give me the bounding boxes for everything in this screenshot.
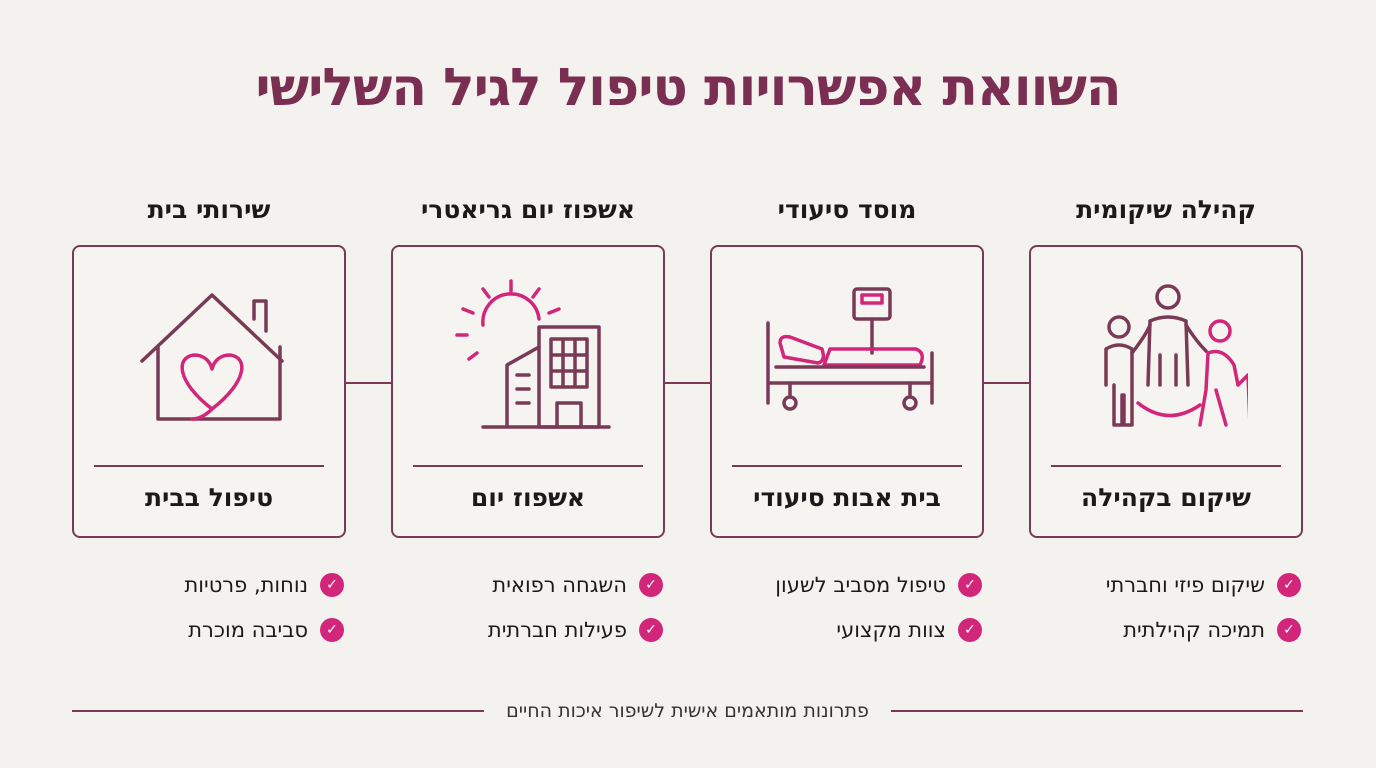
option-label: בית אבות סיעודי	[753, 483, 941, 512]
card-divider	[732, 465, 962, 467]
feature-item: ✓פעילות חברתית	[391, 607, 665, 652]
option-label: אשפוז יום	[470, 483, 586, 512]
footer: פתרונות מותאמים אישית לשיפור איכות החיים	[72, 700, 1303, 722]
feature-list: ✓טיפול מסביב לשעון ✓צוות מקצועי	[710, 562, 984, 652]
check-circle-icon: ✓	[639, 617, 663, 642]
feature-list: ✓השגחה רפואית ✓פעילות חברתית	[391, 562, 665, 652]
option-card: שיקום בקהילה	[1029, 245, 1303, 538]
sun-building-icon	[455, 279, 611, 429]
check-circle-icon: ✓	[958, 617, 982, 642]
card-divider	[94, 465, 324, 467]
connector-line	[984, 382, 1029, 384]
option-nursing-home: מוסד סיעודי בית אבות סיעודי ✓טיפול מסביב…	[710, 190, 984, 652]
card-divider	[413, 465, 643, 467]
feature-list: ✓נוחות, פרטיות ✓סביבה מוכרת	[72, 562, 346, 652]
option-label: שיקום בקהילה	[1081, 483, 1251, 512]
check-circle-icon: ✓	[320, 572, 344, 597]
connector-line	[665, 382, 710, 384]
option-label: טיפול בבית	[144, 483, 274, 512]
option-card: טיפול בבית	[72, 245, 346, 538]
check-circle-icon: ✓	[1277, 572, 1301, 597]
connector-line	[346, 382, 391, 384]
feature-item: ✓סביבה מוכרת	[72, 607, 346, 652]
card-divider	[1051, 465, 1281, 467]
page-title: השוואת אפשרויות טיפול לגיל השלישי	[255, 58, 1121, 118]
option-card: אשפוז יום	[391, 245, 665, 538]
hospital-bed-icon	[766, 287, 934, 411]
option-community: קהילה שיקומית שיקום בקהילה ✓שיקום פיזי ו…	[1029, 190, 1303, 652]
option-heading: קהילה שיקומית	[1076, 195, 1256, 224]
footer-line	[890, 710, 1303, 712]
check-circle-icon: ✓	[958, 572, 982, 597]
check-circle-icon: ✓	[1277, 617, 1301, 642]
feature-item: ✓טיפול מסביב לשעון	[710, 562, 984, 607]
feature-list: ✓שיקום פיזי וחברתי ✓תמיכה קהילתית	[1029, 562, 1303, 652]
feature-item: ✓שיקום פיזי וחברתי	[1029, 562, 1303, 607]
footer-line	[72, 710, 485, 712]
house-heart-icon	[140, 293, 284, 421]
feature-item: ✓נוחות, פרטיות	[72, 562, 346, 607]
check-circle-icon: ✓	[320, 617, 344, 642]
option-day-hospital: אשפוז יום גריאטרי אשפוז יום ✓השגחה רפואי…	[391, 190, 665, 652]
option-heading: אשפוז יום גריאטרי	[420, 195, 636, 224]
feature-item: ✓השגחה רפואית	[391, 562, 665, 607]
option-home-care: שירותי בית טיפול בבית ✓נוחות, פרטיות ✓סב…	[72, 190, 346, 652]
footer-text: פתרונות מותאמים אישית לשיפור איכות החיים	[506, 700, 869, 722]
option-heading: מוסד סיעודי	[777, 195, 917, 224]
community-people-icon	[1104, 284, 1248, 427]
option-card: בית אבות סיעודי	[710, 245, 984, 538]
options-row: קהילה שיקומית שיקום בקהילה ✓שיקום פיזי ו…	[72, 190, 1303, 652]
option-heading: שירותי בית	[147, 195, 271, 224]
check-circle-icon: ✓	[639, 572, 663, 597]
feature-item: ✓צוות מקצועי	[710, 607, 984, 652]
feature-item: ✓תמיכה קהילתית	[1029, 607, 1303, 652]
